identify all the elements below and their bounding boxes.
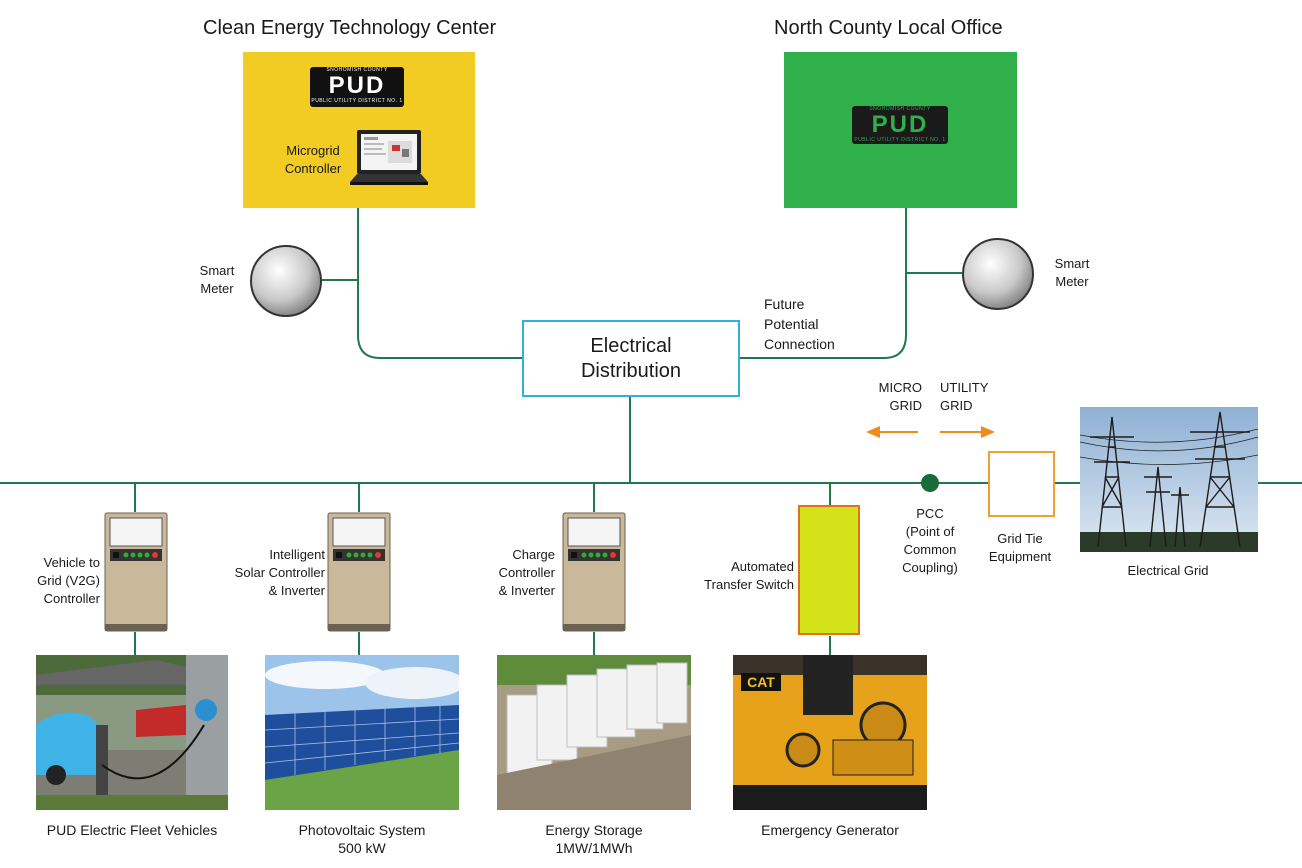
transfer-switch-box [798, 505, 860, 635]
office-to-distribution-line [738, 208, 907, 359]
office-title: North County Local Office [774, 17, 1003, 39]
ats-label: Automated Transfer Switch [704, 559, 794, 592]
fleet-vehicles-caption: PUD Electric Fleet Vehicles [46, 822, 218, 838]
cat-logo-text: CAT [747, 674, 775, 690]
v2g-controller-label: Vehicle to Grid (V2G) Controller [37, 555, 100, 606]
left-smart-meter-icon [250, 245, 322, 317]
pud-logo: SNOHOMISH COUNTY PUD PUBLIC UTILITY DIST… [852, 106, 948, 144]
energy-storage-caption: Energy Storage 1MW/1MWh [545, 822, 643, 856]
office-building: SNOHOMISH COUNTY PUD PUBLIC UTILITY DIST… [784, 52, 1017, 208]
center-title: Clean Energy Technology Center [203, 17, 497, 39]
micro-grid-label: MICRO GRID [878, 380, 922, 413]
future-connection-label: Future Potential Connection [764, 296, 835, 352]
electrical-grid-photo [1080, 407, 1258, 552]
center-to-distribution-line [357, 208, 522, 359]
energy-storage-photo [497, 655, 691, 810]
laptop-icon [350, 130, 428, 185]
utility-grid-label: UTILITY GRID [940, 380, 989, 413]
electrical-distribution-box: Electrical Distribution [522, 320, 740, 397]
solar-controller-label: Intelligent Solar Controller & Inverter [234, 547, 325, 598]
right-smart-meter-icon [962, 238, 1034, 310]
distribution-label: Electrical Distribution [580, 334, 682, 382]
microgrid-controller-label: Microgrid Controller [284, 143, 342, 176]
emergency-generator-caption: Emergency Generator [761, 822, 899, 838]
grid-tie-label: Grid Tie Equipment [988, 531, 1052, 564]
pcc-node [921, 474, 939, 492]
photovoltaic-caption: Photovoltaic System 500 kW [298, 822, 426, 856]
left-meter-label: Smart Meter [199, 263, 235, 296]
emergency-generator-photo: CAT [733, 655, 927, 810]
electrical-grid-label: Electrical Grid [1127, 563, 1209, 578]
pcc-label: PCC (Point of Common Coupling) [902, 506, 958, 575]
photovoltaic-photo [265, 655, 459, 810]
center-building: SNOHOMISH COUNTY PUD PUBLIC UTILITY DIST… [243, 52, 475, 208]
charge-controller-label: Charge Controller & Inverter [498, 547, 555, 598]
pud-logo: SNOHOMISH COUNTY PUD PUBLIC UTILITY DIST… [310, 67, 404, 107]
v2g-controller-cabinet-icon [104, 512, 168, 632]
fleet-vehicles-photo [36, 655, 228, 810]
right-meter-label: Smart Meter [1054, 256, 1090, 289]
grid-tie-box [988, 451, 1055, 517]
charge-controller-cabinet-icon [562, 512, 626, 632]
solar-controller-cabinet-icon [327, 512, 391, 632]
